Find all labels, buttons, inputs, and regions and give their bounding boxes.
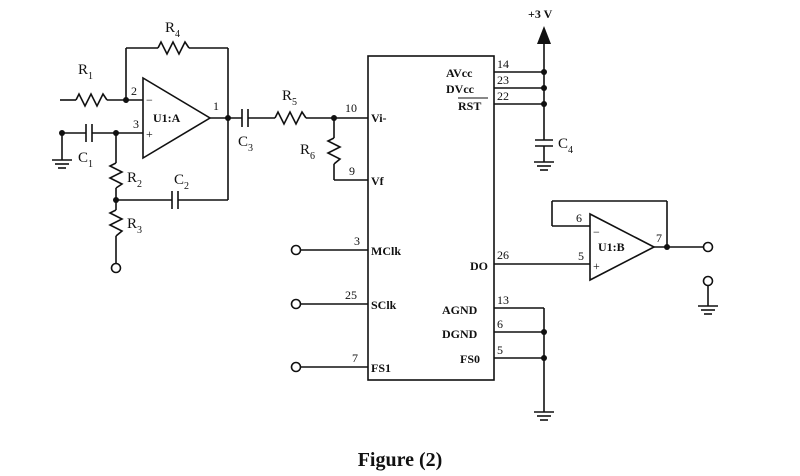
resistor-r4 <box>125 40 229 200</box>
c3-label: C3 <box>238 134 253 154</box>
ic-pin-name: Vi- <box>371 111 387 125</box>
figure-caption: Figure (2) <box>358 449 443 471</box>
ic-pin-name: AVcc <box>446 66 473 80</box>
ic-pin-num: 7 <box>352 351 358 365</box>
ic-pin-num: 22 <box>497 89 509 103</box>
ic-body <box>367 55 495 381</box>
capacitor-c2 <box>116 191 228 209</box>
ground-symbol <box>534 161 554 171</box>
u1a-label: U1:A <box>153 111 181 125</box>
ic-pin-name: DO <box>470 259 488 273</box>
terminal-circle <box>290 244 302 256</box>
r5-label: R5 <box>282 88 297 108</box>
ground-symbol <box>698 305 718 315</box>
ground-symbol <box>52 159 72 169</box>
terminal-circle <box>290 361 302 373</box>
resistor-r2 <box>108 133 124 200</box>
ic-pin-name: MClk <box>371 244 401 258</box>
junction-dot <box>541 85 547 91</box>
ic-pin-num: 6 <box>497 317 503 331</box>
ic-pin-name: AGND <box>442 303 478 317</box>
opamp-u1b: − + U1:B <box>589 212 656 282</box>
svg-text:−: − <box>593 225 600 239</box>
opamp-u1a: − + U1:A <box>142 76 212 160</box>
u1b-label: U1:B <box>598 240 625 254</box>
junction-dot <box>541 101 547 107</box>
resistor-r3 <box>108 200 124 263</box>
ic-pin-num: 9 <box>349 164 355 178</box>
ic-pin-num: 10 <box>345 101 357 115</box>
r2-label: R2 <box>127 170 142 190</box>
junction-dot <box>59 130 65 136</box>
ic-pin-name: FS0 <box>460 352 480 366</box>
ic-pin-name: DVcc <box>446 82 475 96</box>
resistor-r6 <box>326 118 368 181</box>
junction-dot <box>225 115 231 121</box>
terminal-circle <box>702 275 714 287</box>
r4-label: R4 <box>165 20 180 40</box>
r6-label: R6 <box>300 142 315 162</box>
terminal-circle <box>702 241 714 253</box>
capacitor-c3 <box>241 109 275 127</box>
r1-label: R1 <box>78 62 93 82</box>
ic-pin-name: SClk <box>371 298 397 312</box>
junction-dot <box>123 97 129 103</box>
c1-label: C1 <box>78 150 93 170</box>
junction-dot <box>541 329 547 335</box>
u1a-pin-out: 1 <box>213 99 219 113</box>
supply-arrow <box>537 26 551 140</box>
junction-dot <box>664 244 670 250</box>
u1a-pin-noninv: 3 <box>133 117 139 131</box>
u1a-pin-inv: 2 <box>131 84 137 98</box>
capacitor-c1 <box>61 124 143 160</box>
c2-label: C2 <box>174 172 189 192</box>
svg-text:−: − <box>146 93 153 107</box>
ic-pin-name: RST <box>458 99 481 113</box>
ic-pin-name: Vf <box>371 174 385 188</box>
ic-pin-num: 14 <box>497 57 509 71</box>
terminal-circle <box>110 262 122 274</box>
ic-pin-name: DGND <box>442 327 478 341</box>
ground-symbol <box>534 411 554 421</box>
ic-pin-num: 13 <box>497 293 509 307</box>
svg-text:+: + <box>146 127 153 141</box>
ic-pin-num: 25 <box>345 288 357 302</box>
ic-pin-name: FS1 <box>371 361 391 375</box>
junction-dot <box>541 69 547 75</box>
supply-label: +3 V <box>528 7 553 21</box>
capacitor-c4 <box>535 139 553 162</box>
ic-pin-num: 3 <box>354 234 360 248</box>
c4-label: C4 <box>558 136 573 156</box>
u1b-pin-out: 7 <box>656 231 662 245</box>
svg-text:+: + <box>593 259 600 273</box>
terminal-circle <box>290 298 302 310</box>
u1b-pin-inv: 6 <box>576 211 582 225</box>
ic-pin-num: 26 <box>497 248 509 262</box>
u1b-pin-noninv: 5 <box>578 249 584 263</box>
ic-pin-num: 5 <box>497 343 503 357</box>
ic-pin-num: 23 <box>497 73 509 87</box>
junction-dot <box>541 355 547 361</box>
r3-label: R3 <box>127 216 142 236</box>
